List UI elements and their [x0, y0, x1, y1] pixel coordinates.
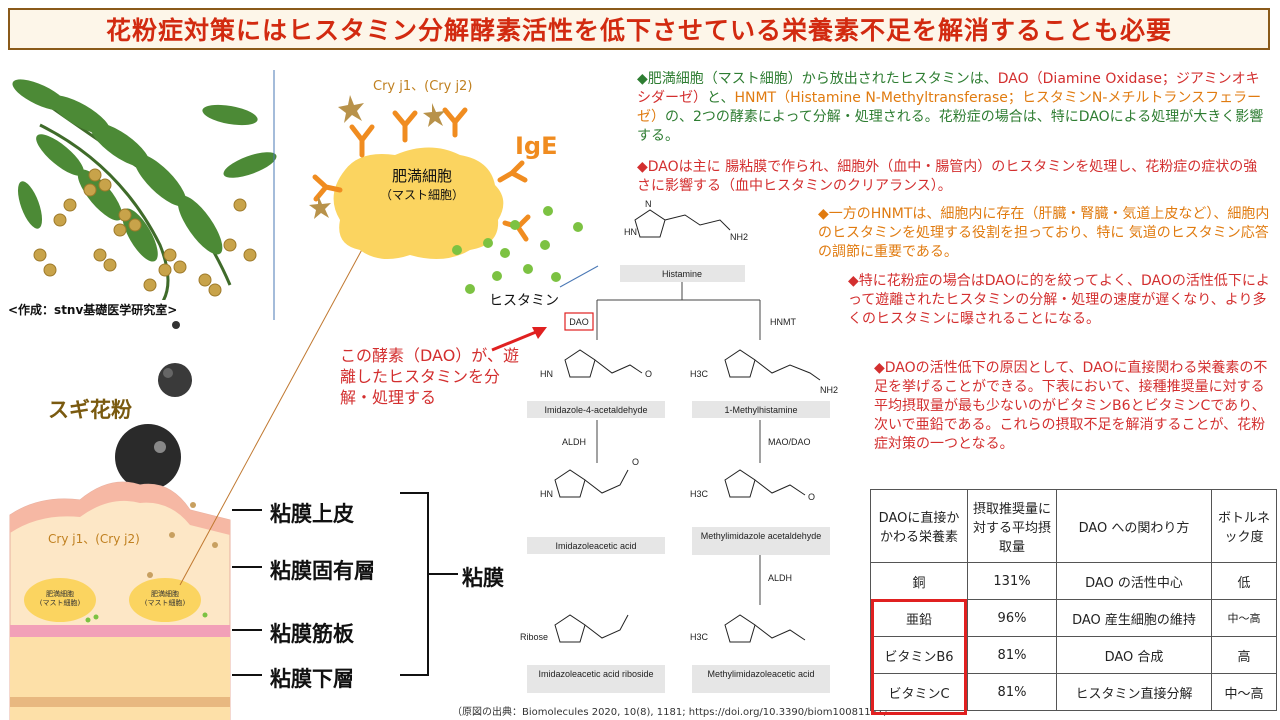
image-credit: <作成：stnv基礎医学研究室> [6, 300, 180, 319]
histamine-pathway-diagram: HN N NH2 Histamine DAO HNMT HN O H3C NH2… [520, 199, 838, 693]
aldh-right-label: ALDH [768, 573, 792, 583]
atom-hn: HN [624, 227, 637, 237]
mast-cell-large [333, 147, 504, 259]
mucosa-bracket [400, 492, 429, 676]
paragraph-dao: ◆DAOは主に 腸粘膜で作られ、細胞外（血中・腸管内）のヒスタミンを処理し、花粉… [637, 159, 1258, 194]
zoom-arrow [179, 219, 379, 586]
cry-label-bottom: Cry j1、(Cry j2) [48, 532, 140, 546]
ige-label: IgE [515, 132, 558, 160]
layer-muscularis: 粘膜筋板 [270, 622, 354, 646]
nutrient-table: DAOに直接かかわる栄養素 摂取推奨量に対する平均摂取量 DAO への関わり方 … [870, 489, 1277, 711]
atom-n: N [645, 199, 652, 209]
methylimidazole-acetaldehyde-label: Methylimidazole acetaldehyde [701, 531, 822, 541]
source-citation: （原図の出典：Biomolecules 2020, 10(8), 1181; h… [452, 707, 894, 718]
maodao-label: MAO/DAO [768, 437, 811, 447]
dao-enzyme-label: DAO [569, 317, 589, 327]
dao-note: この酵素（DAO）が、遊離したヒスタミンを分解・処理する [340, 346, 519, 407]
cedar-branch-image [12, 79, 277, 317]
table-header-row: DAOに直接かかわる栄養素 摂取推奨量に対する平均摂取量 DAO への関わり方 … [870, 489, 1277, 563]
mast-cell-small-right [129, 578, 201, 622]
paragraph-hayfever: ◆特に花粉症の場合はDAOに的を絞ってよく、DAOの活性低下によって遊離されたヒ… [848, 273, 1270, 327]
atom-o: O [808, 492, 815, 502]
atom-hn: HN [540, 369, 553, 379]
atom-nh2: NH2 [820, 385, 838, 395]
layer-epithelium: 粘膜上皮 [270, 502, 354, 526]
histamine-jp-label: ヒスタミン [489, 293, 559, 309]
mast-cell-small-label-right: 肥満細胞(マスト細胞) [144, 590, 186, 607]
atom-hn: HN [540, 489, 553, 499]
page-title: 花粉症対策にはヒスタミン分解酵素活性を低下させている栄養素不足を解消することも必… [105, 16, 1172, 45]
aldh-left-label: ALDH [562, 437, 586, 447]
mucosa-layers [9, 481, 231, 720]
atom-h3c: H3C [690, 489, 709, 499]
dao-box [564, 312, 594, 331]
atom-o: O [645, 369, 652, 379]
methylhistamine-label: 1-Methylhistamine [724, 405, 797, 415]
mast-cell-name: 肥満細胞 [391, 167, 452, 185]
pollen-grain-large [115, 424, 181, 490]
methylimidazoleacetic-label: Methylimidazoleacetic acid [707, 669, 814, 679]
pollen-grain [172, 321, 180, 329]
mast-cell-sub: （マスト細胞） [379, 188, 464, 202]
hnmt-enzyme-label: HNMT [770, 317, 796, 327]
paragraph-nutrients: ◆DAOの活性低下の原因として、DAOに直接関わる栄養素の不足を挙げることができ… [874, 360, 1268, 452]
table-header: ボトルネック度 [1211, 489, 1277, 563]
paragraph-enzymes: ◆肥満細胞（マスト細胞）から放出されたヒスタミンは、DAO（Diamine Ox… [637, 71, 1264, 144]
table-header: DAOに直接かかわる栄養素 [870, 489, 968, 563]
atom-nh2: NH2 [730, 232, 748, 242]
ige-receptors [312, 107, 531, 242]
histamine-label: Histamine [662, 269, 702, 279]
pollen-label: スギ花粉 [48, 398, 132, 422]
dao-arrow [491, 330, 537, 352]
histamine-box [620, 265, 745, 282]
atom-o: O [632, 457, 639, 467]
mast-cell-label: 肥満細胞 （マスト細胞） [372, 165, 472, 203]
mast-cell-small-left [24, 578, 96, 622]
paragraph-hnmt: ◆一方のHNMTは、細胞内に存在（肝臓・腎臓・気道上皮など）、細胞内のヒスタミン… [818, 206, 1270, 260]
mast-cell-small-label-left: 肥満細胞(マスト細胞) [39, 590, 81, 607]
allergen-particles [309, 95, 445, 219]
cry-label-top: Cry j1、(Cry j2) [373, 79, 473, 94]
title-banner: 花粉症対策にはヒスタミン分解酵素活性を低下させている栄養素不足を解消することも必… [8, 8, 1270, 50]
table-header: DAO への関わり方 [1056, 489, 1212, 563]
mucosa-label: 粘膜 [462, 566, 504, 590]
layer-submucosa: 粘膜下層 [270, 667, 354, 691]
table-header: 摂取推奨量に対する平均摂取量 [967, 489, 1057, 563]
imidazoleacetic-riboside-label: Imidazoleacetic acid riboside [538, 669, 653, 679]
histamine-dots [452, 206, 583, 294]
atom-h3c: H3C [690, 369, 709, 379]
pollen-grain [158, 363, 192, 397]
left-illustration [9, 70, 583, 720]
layer-lamina-propria: 粘膜固有層 [270, 559, 375, 583]
nutrient-highlight-box [871, 599, 967, 715]
imidazoleacetic-label: Imidazoleacetic acid [555, 541, 636, 551]
imidazole-acetaldehyde-label: Imidazole-4-acetaldehyde [544, 405, 647, 415]
atom-ribose: Ribose [520, 632, 548, 642]
atom-h3c: H3C [690, 632, 709, 642]
